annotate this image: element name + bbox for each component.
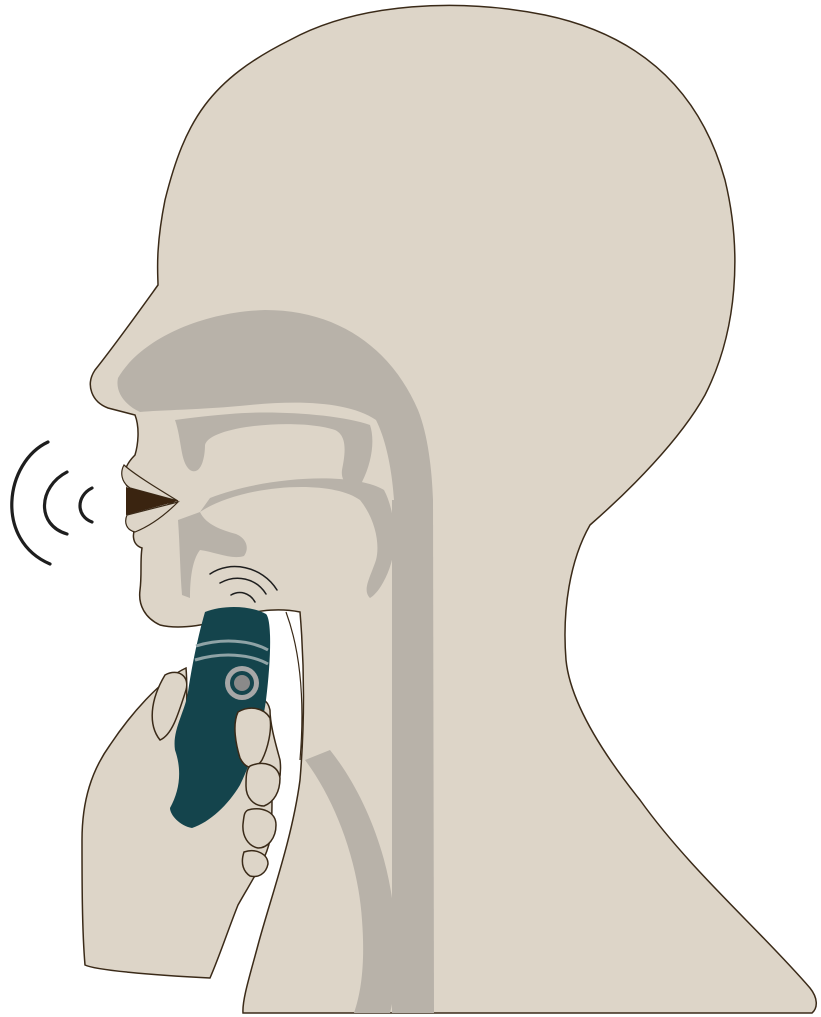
ring-finger	[243, 809, 276, 848]
device-button-core	[234, 675, 250, 691]
sound-waves-icon	[12, 442, 92, 564]
little-finger	[242, 851, 268, 877]
pharynx	[392, 500, 434, 1013]
middle-finger	[246, 763, 280, 806]
neck-fold	[286, 612, 302, 760]
